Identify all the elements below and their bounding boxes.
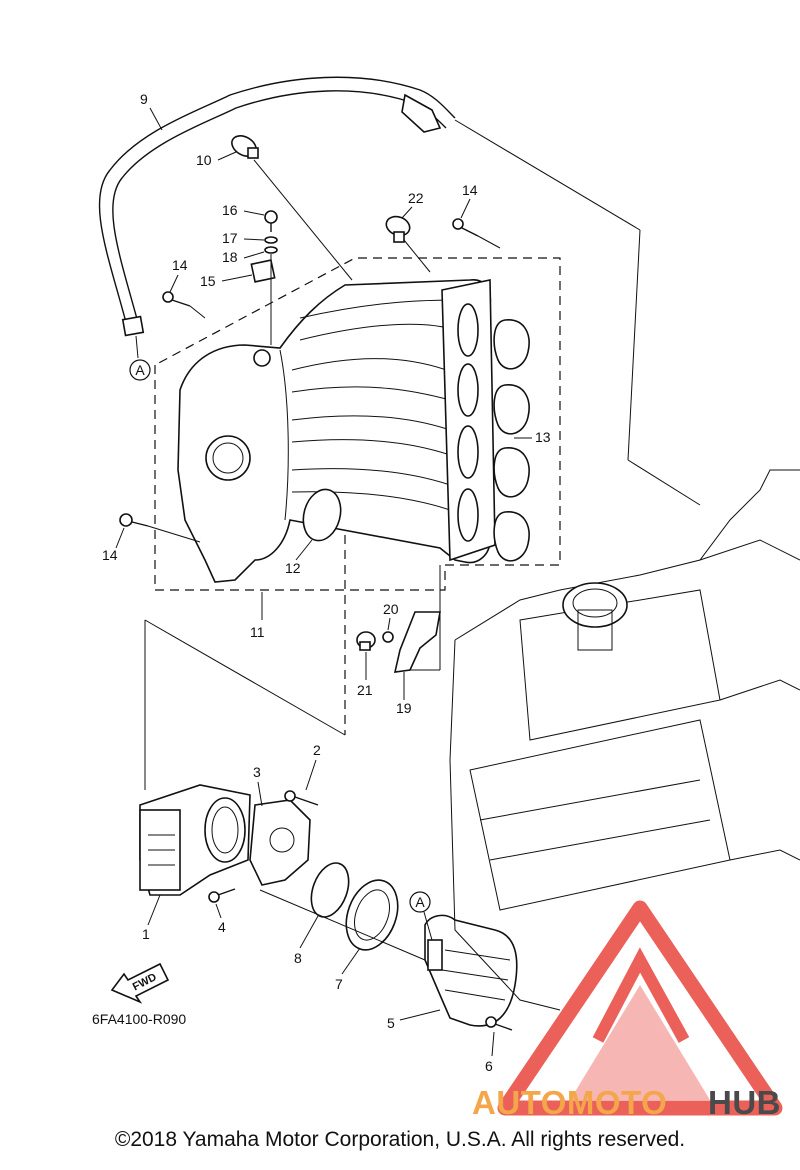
callout-9: 9 xyxy=(140,91,163,131)
callout-3: 3 xyxy=(253,764,263,807)
svg-text:3: 3 xyxy=(253,764,261,780)
hose-clamp xyxy=(231,135,259,159)
callout-7: 7 xyxy=(335,947,361,992)
marker-a-hose: A xyxy=(129,335,151,381)
intake-manifold-assembly-box xyxy=(154,257,561,591)
svg-text:A: A xyxy=(415,894,425,910)
callout-18: 18 xyxy=(222,249,265,265)
callout-14-lower-left: 14 xyxy=(102,527,125,563)
fwd-arrow: FWD xyxy=(110,962,170,1004)
callout-2: 2 xyxy=(305,742,321,791)
svg-text:22: 22 xyxy=(408,190,424,206)
copyright-notice: ©2018 Yamaha Motor Corporation, U.S.A. A… xyxy=(114,1128,686,1151)
svg-text:11: 11 xyxy=(250,624,265,640)
callout-14-upper-left: 14 xyxy=(169,257,188,293)
svg-text:17: 17 xyxy=(222,230,238,246)
svg-text:6: 6 xyxy=(485,1058,493,1074)
svg-text:12: 12 xyxy=(285,560,301,576)
sensor-and-fasteners xyxy=(119,210,479,527)
callout-1: 1 xyxy=(142,894,161,942)
svg-text:20: 20 xyxy=(383,601,399,617)
throttle-body xyxy=(139,784,251,896)
callout-13: 13 xyxy=(514,429,551,445)
svg-text:AUTOMOTO: AUTOMOTO xyxy=(472,1084,667,1121)
svg-text:7: 7 xyxy=(335,976,343,992)
callout-17: 17 xyxy=(222,230,265,246)
svg-text:5: 5 xyxy=(387,1015,395,1031)
svg-text:14: 14 xyxy=(102,547,118,563)
callout-14-upper-right: 14 xyxy=(460,182,478,219)
sleeve-gasket xyxy=(310,862,350,918)
svg-text:18: 18 xyxy=(222,249,238,265)
callout-15: 15 xyxy=(200,273,253,289)
callout-22: 22 xyxy=(401,190,424,219)
marker-a-silencer: A xyxy=(409,891,433,941)
svg-text:15: 15 xyxy=(200,273,216,289)
callout-5: 5 xyxy=(387,1009,441,1031)
callout-16: 16 xyxy=(222,202,265,218)
svg-text:HUB: HUB xyxy=(708,1084,781,1121)
callout-4: 4 xyxy=(215,903,226,935)
callout-11: 11 xyxy=(250,592,265,640)
adapter-flange xyxy=(208,790,319,903)
intake-manifold xyxy=(177,279,496,583)
callout-12: 12 xyxy=(285,539,313,576)
manifold-gaskets xyxy=(493,319,530,562)
engine-block xyxy=(449,469,800,1011)
callout-20: 20 xyxy=(383,601,399,631)
svg-text:9: 9 xyxy=(140,91,148,107)
svg-text:14: 14 xyxy=(462,182,478,198)
callout-10: 10 xyxy=(196,151,237,168)
svg-text:14: 14 xyxy=(172,257,188,273)
intake-silencer xyxy=(424,914,518,1031)
svg-text:1: 1 xyxy=(142,926,150,942)
watermark-logo xyxy=(497,900,783,1116)
bracket-set xyxy=(356,611,441,673)
svg-text:21: 21 xyxy=(357,682,373,698)
svg-text:4: 4 xyxy=(218,919,226,935)
svg-text:19: 19 xyxy=(396,700,412,716)
svg-text:10: 10 xyxy=(196,152,212,168)
callout-8: 8 xyxy=(294,915,319,966)
svg-text:16: 16 xyxy=(222,202,238,218)
watermark-text: AUTOMOTO HUB xyxy=(472,1084,781,1121)
callout-21: 21 xyxy=(357,652,373,698)
svg-text:13: 13 xyxy=(535,429,551,445)
svg-text:A: A xyxy=(135,362,145,378)
callout-19: 19 xyxy=(396,672,412,716)
breather-hose xyxy=(98,76,701,506)
svg-text:2: 2 xyxy=(313,742,321,758)
svg-text:8: 8 xyxy=(294,950,302,966)
throttle-body-gasket xyxy=(302,488,342,542)
diagram-code: 6FA4100-R090 xyxy=(92,1011,186,1027)
callout-6: 6 xyxy=(485,1031,495,1074)
